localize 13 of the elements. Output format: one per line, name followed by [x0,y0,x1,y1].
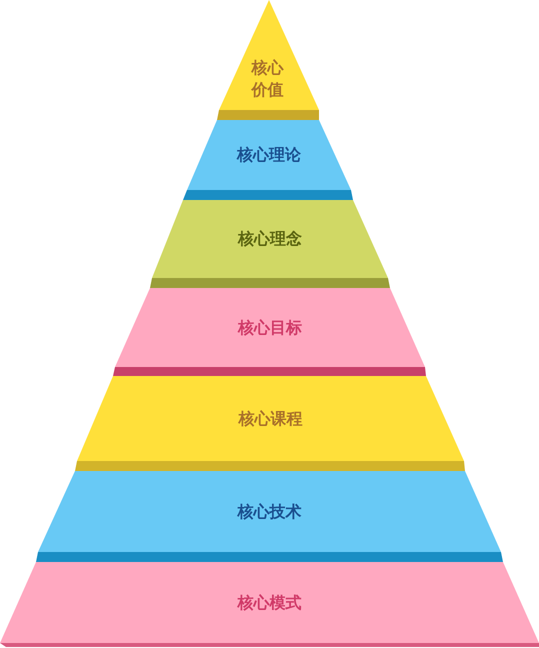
layer-label: 核心目标 [236,316,303,338]
pyramid-layer [0,562,539,647]
layer-label: 核心理念 [236,228,303,250]
layer-label: 核心课程 [237,408,304,430]
layer-label: 核心理论 [236,144,302,166]
pyramid-layer [219,0,319,120]
layer-label: 核心价值 [250,57,285,102]
layer-label: 核心模式 [236,592,302,614]
layer-label: 核心技术 [236,500,302,522]
pyramid-layer [152,200,388,288]
pyramid-layer [38,471,501,562]
pyramid-layer [77,376,464,471]
pyramid-layer [115,288,425,376]
